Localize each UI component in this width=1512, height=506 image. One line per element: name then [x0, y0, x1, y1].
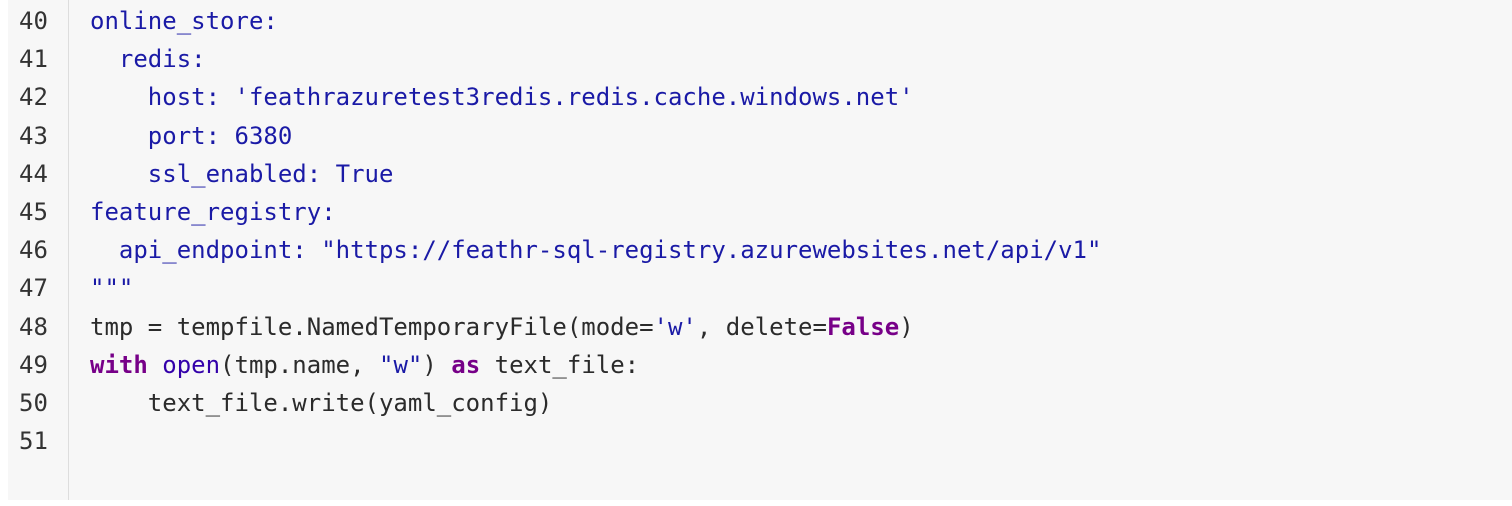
code-token: False — [826, 312, 900, 341]
line-number-gutter — [8, 0, 69, 500]
code-line[interactable]: online_store: — [90, 2, 278, 40]
code-line[interactable]: with open(tmp.name, "w") as text_file: — [90, 346, 639, 384]
code-token: tmp = tempfile.NamedTemporaryFile(mode= — [90, 312, 654, 341]
line-number: 50 — [19, 389, 48, 417]
code-token: as — [451, 350, 481, 379]
code-token: ) — [899, 312, 914, 341]
code-token — [148, 351, 162, 379]
code-token: text_file.write(yaml_config) — [90, 389, 553, 417]
code-token: open — [162, 350, 221, 379]
code-line[interactable]: api_endpoint: "https://feathr-sql-regist… — [90, 231, 1102, 269]
line-number: 40 — [19, 7, 48, 35]
line-number: 45 — [19, 198, 48, 226]
line-number: 44 — [19, 159, 48, 188]
code-token: text_file: — [480, 350, 640, 379]
code-line[interactable]: ssl_enabled: True — [90, 155, 394, 193]
code-line[interactable]: host: 'feathrazuretest3redis.redis.cache… — [90, 78, 914, 116]
code-token: "w" — [379, 350, 423, 379]
code-token: api_endpoint: "https://feathr-sql-regist… — [90, 236, 1102, 265]
code-token: port: 6380 — [90, 121, 293, 150]
code-token: redis: — [90, 45, 206, 74]
code-token: ssl_enabled: True — [90, 159, 394, 188]
line-number: 43 — [19, 121, 48, 150]
line-number: 48 — [19, 312, 48, 341]
line-number: 42 — [19, 83, 48, 112]
code-token: , delete= — [696, 312, 827, 341]
code-line[interactable]: """ — [90, 269, 133, 307]
code-token: 'w' — [653, 312, 697, 341]
line-number: 47 — [19, 274, 48, 303]
code-line[interactable]: feature_registry: — [90, 193, 336, 231]
code-token: """ — [90, 274, 134, 303]
line-number: 41 — [19, 45, 48, 74]
line-number: 51 — [19, 427, 48, 456]
code-token: (tmp.name, — [220, 350, 379, 379]
code-token: ) — [422, 350, 452, 379]
code-token: with — [90, 350, 148, 379]
code-token: feature_registry: — [90, 198, 336, 226]
code-line[interactable]: port: 6380 — [90, 117, 293, 155]
code-editor[interactable]: 40 online_store: 41 redis: 42 host: 'feathr… — [8, 0, 1512, 500]
code-token: host: 'feathrazuretest3redis.redis.cache… — [90, 83, 914, 112]
code-line[interactable]: text_file.write(yaml_config) — [90, 384, 553, 422]
code-token: online_store: — [90, 7, 278, 35]
code-line[interactable]: tmp = tempfile.NamedTemporaryFile(mode='… — [90, 308, 914, 346]
line-number: 49 — [19, 350, 48, 379]
line-number: 46 — [19, 236, 48, 265]
code-line[interactable]: redis: — [90, 40, 206, 78]
